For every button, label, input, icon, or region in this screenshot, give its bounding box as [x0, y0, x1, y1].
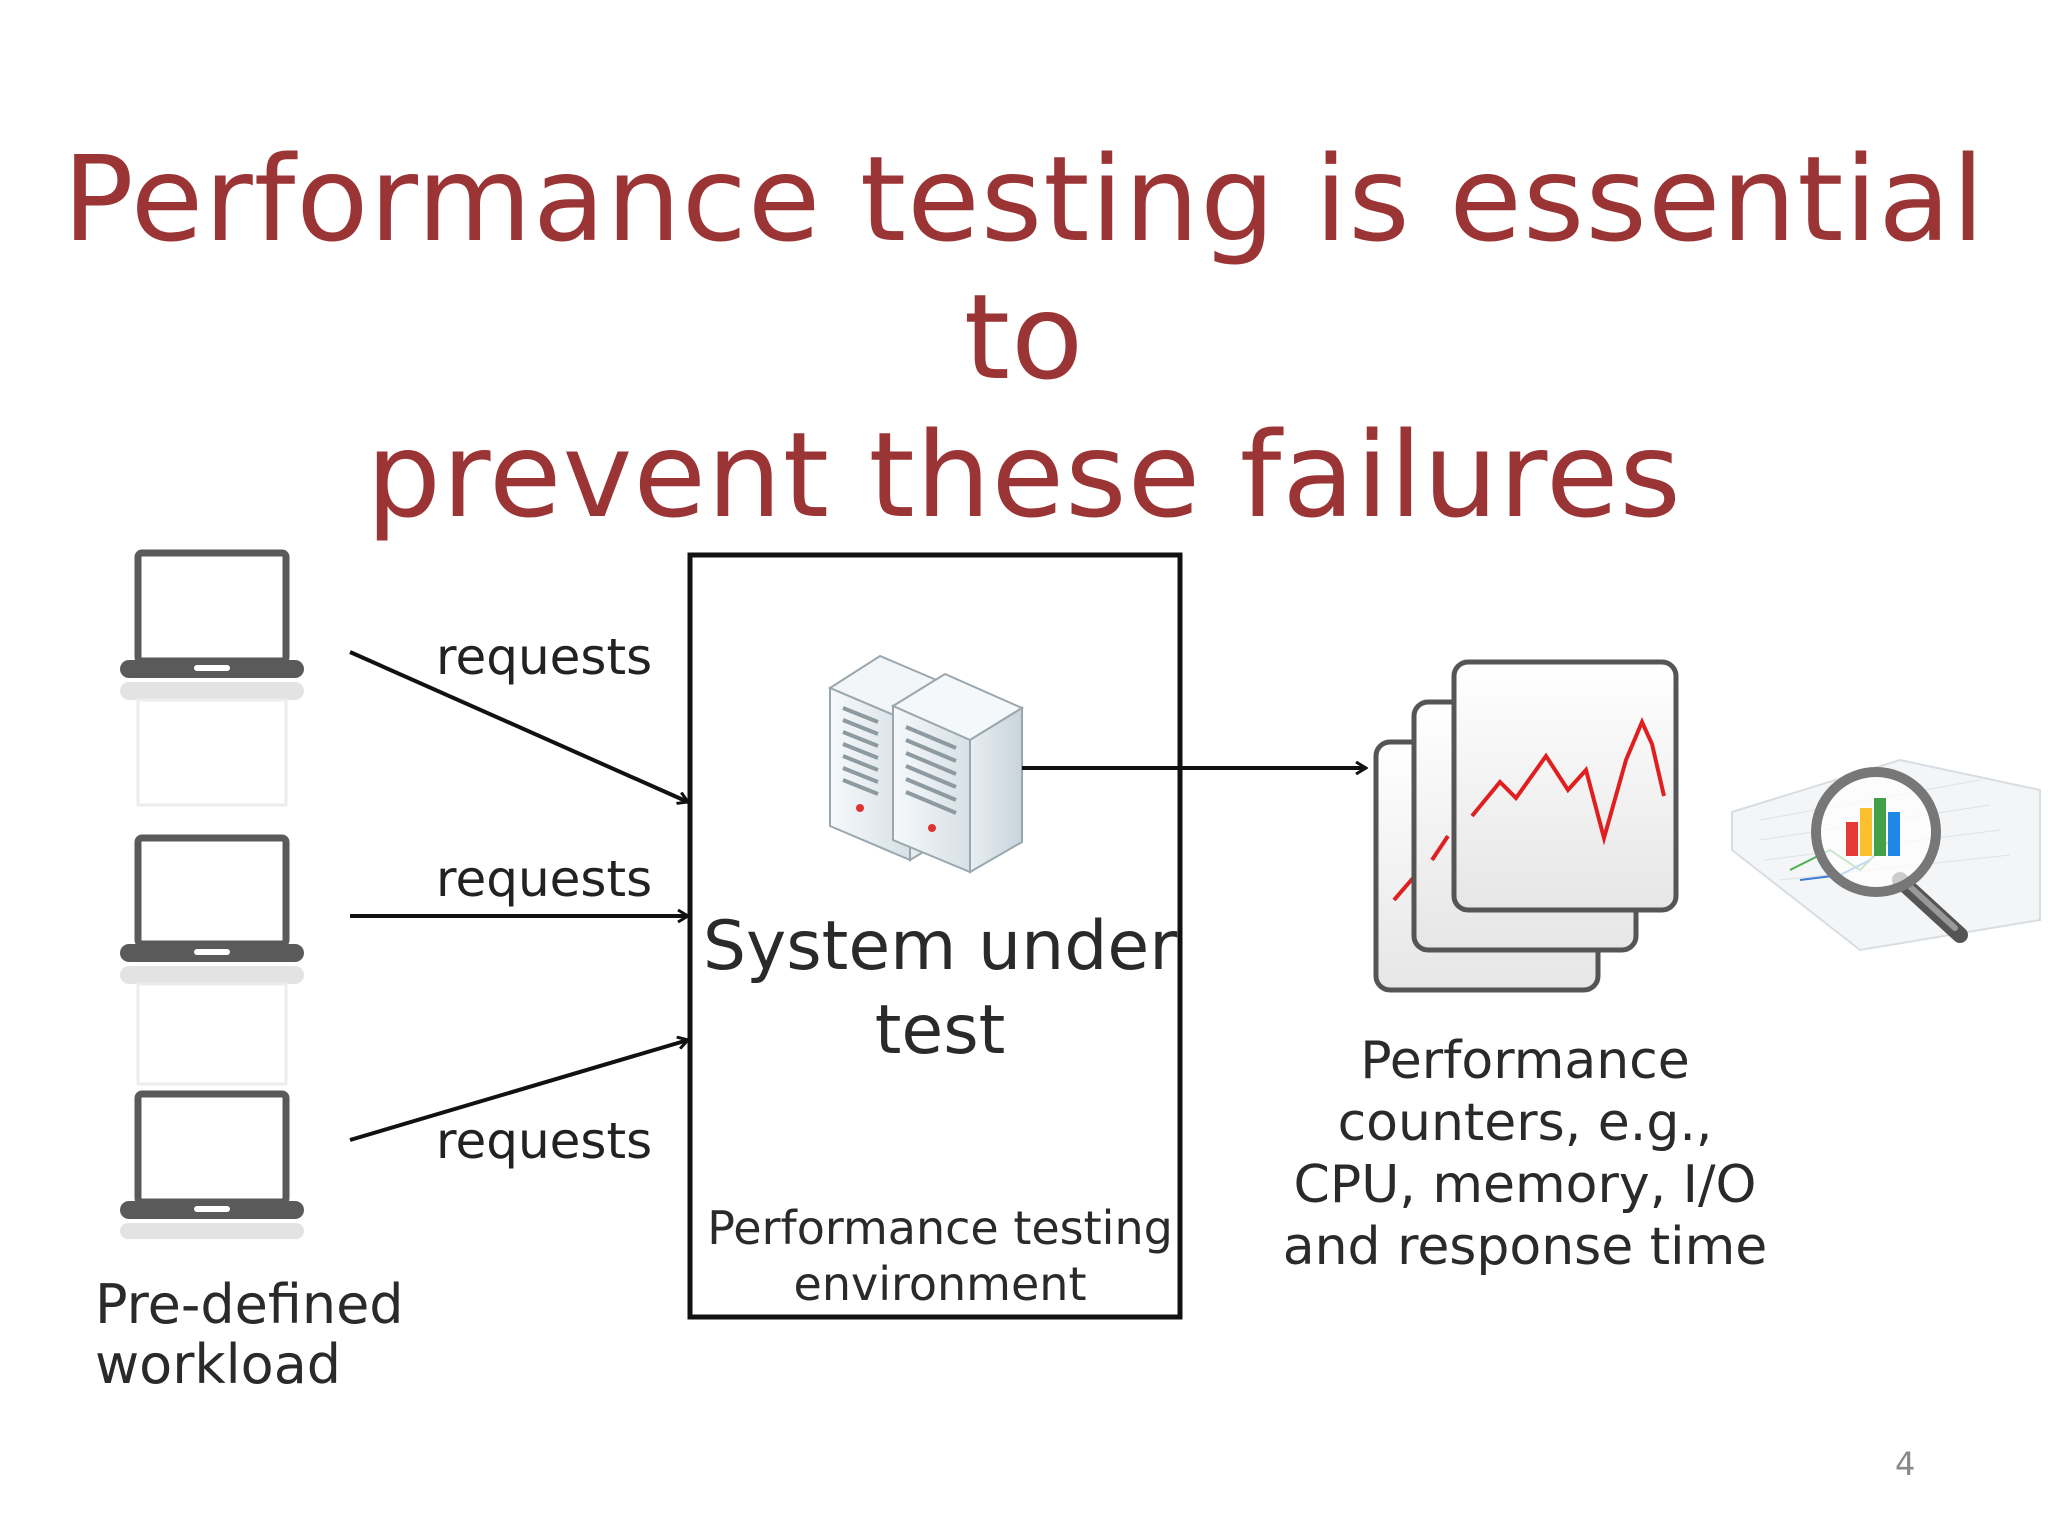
system-under-test-box — [687, 552, 1183, 1320]
title-line-1: Performance testing is essential to — [62, 130, 1986, 406]
performance-counters-label: Performance counters, e.g., CPU, memory,… — [1250, 1030, 1800, 1278]
request-label-2: requests — [436, 850, 653, 908]
environment-line-2: environment — [793, 1257, 1087, 1311]
chart-stack-icon — [1373, 659, 1679, 993]
environment-label: Performance testing environment — [700, 1200, 1180, 1312]
workload-label: Pre-defined workload — [95, 1275, 404, 1395]
laptop-icon — [120, 834, 304, 1086]
counters-line-1: Performance — [1360, 1031, 1690, 1091]
counters-line-3: CPU, memory, I/O — [1293, 1155, 1757, 1215]
workload-line-1: Pre-defined — [95, 1273, 404, 1336]
analysis-magnifier-icon — [1731, 758, 2041, 952]
server-icon — [827, 654, 1025, 874]
request-arrow-3 — [349, 1040, 688, 1142]
request-label-3: requests — [436, 1112, 653, 1170]
counters-line-4: and response time — [1282, 1217, 1768, 1277]
system-name-line-1: System under — [702, 907, 1178, 986]
slide-title: Performance testing is essential to prev… — [0, 130, 2048, 544]
title-line-2: prevent these failures — [366, 406, 1682, 544]
laptop-icon — [120, 549, 304, 807]
workload-line-2: workload — [95, 1333, 342, 1396]
system-name-line-2: test — [874, 991, 1006, 1070]
counters-line-2: counters, e.g., — [1337, 1093, 1713, 1153]
laptop-icon — [120, 1090, 304, 1239]
page-number: 4 — [1895, 1445, 1916, 1483]
system-under-test-label: System under test — [700, 905, 1180, 1073]
environment-line-1: Performance testing — [707, 1201, 1173, 1255]
request-label-1: requests — [436, 628, 653, 686]
request-arrow-1 — [349, 650, 688, 802]
